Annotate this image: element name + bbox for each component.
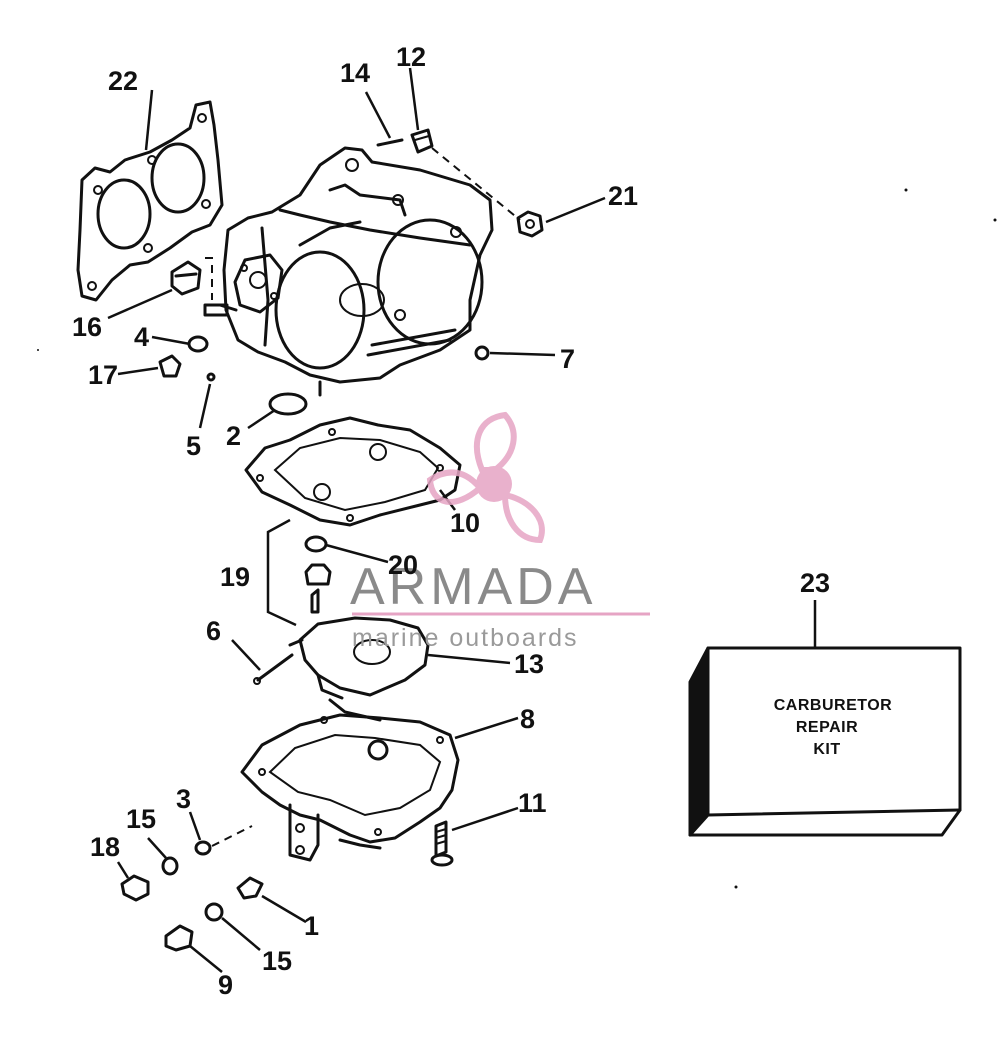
alignment-line — [211, 825, 253, 847]
part-1-jet — [236, 876, 264, 900]
part-22-gasket — [76, 100, 224, 302]
part-14-pin — [376, 138, 404, 147]
part-4-washer — [187, 335, 209, 353]
part-17-screw — [158, 354, 182, 378]
carburetor-body — [203, 146, 494, 397]
alignment-line — [205, 257, 213, 300]
callout-16: 16 — [72, 312, 102, 342]
part-20-washer — [304, 535, 328, 553]
callout-6: 6 — [206, 616, 221, 646]
callout-18: 18 — [90, 832, 120, 862]
callout-labels: 22 14 12 21 7 16 4 17 5 2 10 20 19 6 13 … — [72, 42, 830, 1000]
needle-and-seat — [304, 563, 332, 614]
kit-line-1: CARBURETOR — [774, 697, 892, 714]
part-23-repair-kit-box — [688, 646, 962, 837]
part-2-plug — [268, 392, 308, 416]
part-15-washer-lower — [204, 902, 224, 922]
callout-10: 10 — [450, 508, 480, 538]
callout-3: 3 — [176, 784, 191, 814]
callout-12: 12 — [396, 42, 426, 72]
propeller-logo — [426, 411, 545, 544]
part-16-fitting — [170, 260, 202, 296]
callout-2: 2 — [226, 421, 241, 451]
callout-14: 14 — [340, 58, 370, 88]
part-8-float-bowl — [240, 698, 460, 862]
callout-9: 9 — [218, 970, 233, 1000]
part-5-ball — [206, 372, 216, 382]
callout-15-lower: 15 — [262, 946, 292, 976]
callout-20: 20 — [388, 550, 418, 580]
part-12-screw — [410, 128, 434, 154]
callout-21: 21 — [608, 181, 638, 211]
callout-1: 1 — [304, 911, 319, 941]
callout-8: 8 — [520, 704, 535, 734]
callout-15-upper: 15 — [126, 804, 156, 834]
part-11-screw — [430, 820, 454, 867]
part-9-plug — [164, 924, 194, 952]
callout-11: 11 — [518, 788, 547, 818]
scan-specks — [37, 188, 997, 889]
part-21-nut — [516, 210, 544, 238]
callout-4: 4 — [134, 322, 149, 352]
part-19-bracket — [266, 518, 297, 627]
part-7-plug — [474, 345, 490, 361]
part-15-washer-upper — [161, 856, 179, 876]
armada-watermark: ARMADA marine outboards — [350, 411, 650, 652]
callout-19: 19 — [220, 562, 250, 592]
part-6-pin — [253, 653, 294, 685]
part-18-plug — [120, 874, 150, 902]
part-13-float — [288, 616, 430, 700]
callout-5: 5 — [186, 431, 201, 461]
kit-line-3: KIT — [813, 741, 840, 758]
callout-13: 13 — [514, 649, 544, 679]
leader-lines — [107, 67, 817, 973]
callout-7: 7 — [560, 344, 575, 374]
kit-line-2: REPAIR — [796, 719, 858, 736]
watermark-brand: ARMADA — [350, 558, 596, 616]
callout-17: 17 — [88, 360, 118, 390]
watermark-tagline: marine outboards — [352, 624, 579, 652]
part-10-gasket — [244, 416, 462, 527]
callout-23: 23 — [800, 568, 830, 598]
alignment-line — [431, 147, 521, 221]
part-3-jet — [194, 840, 212, 856]
callout-22: 22 — [108, 66, 138, 96]
kit-box-text: CARBURETOR REPAIR KIT — [774, 697, 892, 758]
